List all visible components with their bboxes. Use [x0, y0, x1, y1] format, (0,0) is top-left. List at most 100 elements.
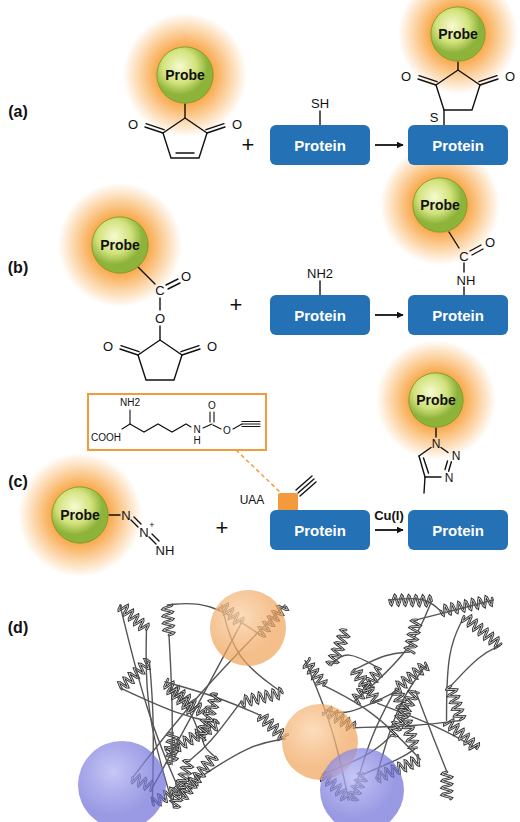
protein-helix [119, 659, 150, 689]
atom-label: N [139, 526, 148, 539]
chemical-bonds [419, 76, 437, 82]
protein-helix [241, 688, 282, 706]
protein-helix [447, 686, 465, 720]
protein-helix [168, 689, 194, 713]
probe-circle-shape [92, 217, 148, 273]
chemical-bonds [435, 428, 436, 437]
uaa-inset [236, 450, 281, 493]
chemical-bonds [159, 298, 160, 310]
protein-helix [304, 658, 326, 685]
chemical-bonds [146, 124, 164, 130]
chemical-bonds [109, 514, 120, 515]
chemical-bonds [424, 477, 425, 493]
panel-letter: (b) [8, 260, 28, 276]
uaa-inset [130, 424, 191, 432]
uaa-inset [213, 425, 221, 429]
node-text: Probe [420, 197, 460, 213]
protein-helix [444, 720, 479, 749]
probe-circle: Probe [156, 46, 214, 104]
chemical-bonds [424, 458, 429, 473]
surface-blob [78, 741, 166, 822]
group-label: SH [311, 97, 329, 110]
reaction-arrow [375, 144, 403, 146]
uaa-inset [122, 424, 130, 429]
chemical-bonds [425, 476, 441, 477]
protein-helix [447, 686, 465, 720]
node-text: Probe [165, 67, 205, 83]
node-text: Protein [294, 307, 346, 324]
protein-helix [197, 694, 220, 741]
node-text: Protein [432, 137, 484, 154]
node-text: Protein [432, 522, 484, 539]
atom-label: S [430, 111, 439, 124]
protein-loop [331, 655, 380, 669]
panel-letter: (d) [8, 620, 28, 636]
atom-label: O [505, 70, 515, 83]
node-text: Probe [438, 26, 478, 42]
chemical-bonds [319, 281, 320, 295]
chemical-bonds [138, 267, 155, 284]
panel-letter: (c) [8, 474, 28, 490]
atom-label: O [155, 312, 165, 325]
atom-label: C [459, 250, 468, 263]
atom-label: C [155, 284, 164, 297]
protein-loop [417, 600, 494, 620]
probe-circle: Probe [412, 177, 468, 233]
probe-circle: Probe [430, 6, 486, 62]
chemical-bonds [152, 534, 159, 541]
charge-label: + [149, 521, 154, 530]
protein-loop [355, 652, 410, 669]
protein-helix [390, 691, 419, 736]
chemical-bonds [479, 76, 497, 82]
chemical-bonds [445, 461, 448, 470]
group-label: COOH [91, 433, 121, 443]
probe-circle: Probe [91, 216, 149, 274]
chemical-bonds [149, 537, 156, 544]
protein-helix [405, 620, 420, 653]
surface-blob [210, 590, 286, 666]
chemical-bonds [418, 70, 498, 110]
chemical-bonds [159, 326, 160, 340]
protein-loop [415, 691, 447, 772]
protein-loop [447, 616, 465, 720]
node-text: Protein [432, 307, 484, 324]
probe-circle-shape [413, 178, 467, 232]
uaa-inset [122, 410, 260, 432]
chemical-bonds [443, 110, 444, 125]
uaa-inset [88, 394, 266, 450]
plus-sign: + [230, 294, 243, 316]
protein-helix [441, 597, 492, 616]
chemical-bonds [134, 517, 141, 524]
uaa-inset [88, 394, 281, 493]
chemical-bonds [300, 482, 316, 496]
uaa-inset [233, 424, 242, 429]
uaa-inset [203, 424, 212, 428]
protein-helix [462, 616, 501, 648]
atom-label: N [121, 509, 130, 522]
protein-loop [189, 702, 241, 761]
node-text: Protein [294, 522, 346, 539]
probe-glow [376, 340, 496, 460]
protein-box: Protein [270, 125, 370, 165]
chemical-bonds [166, 279, 178, 285]
chemical-bonds [138, 340, 182, 380]
protein-helix [241, 688, 282, 706]
atom-label: N [445, 472, 454, 484]
chemical-bonds [463, 287, 464, 295]
protein-box: Protein [408, 125, 508, 165]
protein-helix [396, 663, 428, 691]
uaa-label: UAA [240, 494, 265, 506]
chemical-bonds [449, 232, 459, 248]
protein-helix [405, 620, 420, 653]
protein-helix [352, 669, 381, 702]
node-text: Protein [294, 137, 346, 154]
atom-label: O [232, 118, 242, 131]
probe-circle-shape [409, 373, 463, 427]
uaa-inset [242, 426, 260, 427]
chemical-bonds [457, 62, 458, 70]
atom-label: H [193, 436, 200, 446]
uaa-inset [213, 412, 214, 422]
chemical-bonds [436, 70, 480, 110]
node-text: Probe [416, 392, 456, 408]
